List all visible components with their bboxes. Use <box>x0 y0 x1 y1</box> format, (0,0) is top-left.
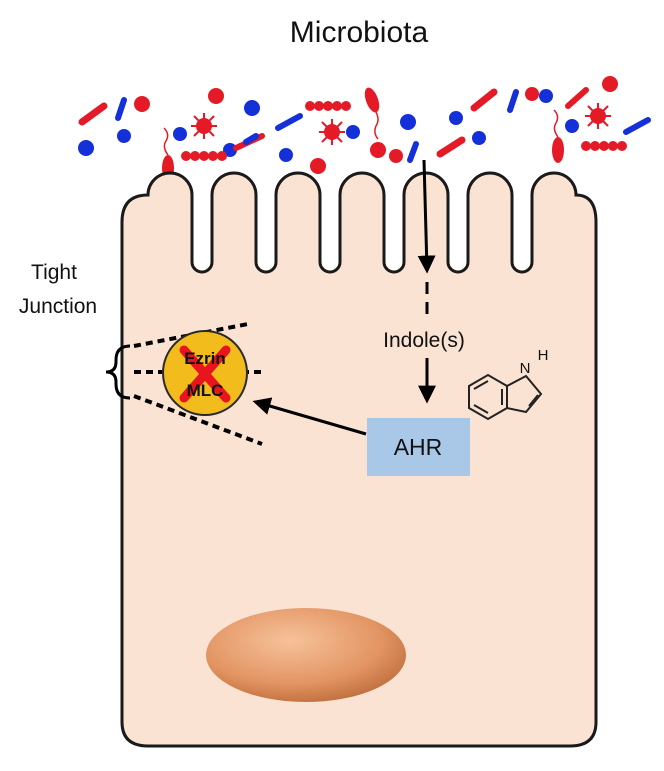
microbe-blue-rod <box>275 113 303 131</box>
ahr-box <box>367 418 470 476</box>
microbe-blue-rod <box>623 117 651 135</box>
epithelial-cell <box>120 171 598 748</box>
microbe-red-dot <box>389 149 403 163</box>
microbe-red-flagellate <box>364 87 380 140</box>
microbe-blue-dot <box>279 148 293 162</box>
microbe-red-chain <box>305 101 351 111</box>
ezrin-label: Ezrin <box>184 349 226 368</box>
microbe-red-rod <box>470 88 498 112</box>
microbe-blue-rod <box>407 141 419 163</box>
microbe-blue-rod <box>507 89 519 113</box>
microbe-blue-dot <box>173 127 187 141</box>
microbe-blue-rod <box>243 133 259 145</box>
tight-junction-label-line1: Tight <box>31 261 77 284</box>
microbe-blue-rod <box>115 97 127 121</box>
mlc-label: MLC <box>187 381 224 400</box>
microbe-red-spiky <box>585 103 611 129</box>
microbe-red-dot <box>310 158 326 174</box>
microbe-blue-dot <box>449 111 463 125</box>
tight-junction-label-line2: Junction <box>19 295 97 318</box>
microbe-red-rod <box>436 136 466 158</box>
microbe-red-spiky <box>191 113 217 139</box>
indole-h-label: H <box>538 347 549 364</box>
microbiota-cluster <box>78 76 651 181</box>
nucleus <box>206 608 406 702</box>
microbe-blue-dot <box>78 140 94 156</box>
microbe-red-dot <box>208 88 224 104</box>
title-microbiota: Microbiota <box>290 16 429 49</box>
indole-structure-icon <box>468 373 543 421</box>
indole-entry-arrow <box>417 159 436 274</box>
microbe-blue-dot <box>346 125 360 139</box>
microbe-red-chain <box>581 141 627 151</box>
microbe-blue-dot <box>539 89 553 103</box>
microbe-blue-dot <box>565 119 579 133</box>
ahr-label: AHR <box>394 434 443 460</box>
tight-junction-brace <box>105 344 131 400</box>
microbe-blue-dot <box>472 131 486 145</box>
inhibition-x-mark <box>179 345 231 403</box>
indole-n-label: N <box>520 360 531 377</box>
microbe-blue-dot <box>117 129 131 143</box>
microbe-red-dot <box>602 76 618 92</box>
microbe-red-dot <box>525 87 539 101</box>
microbe-red-dot <box>370 142 386 158</box>
microbe-red-spiky <box>319 119 345 145</box>
microbe-red-dot <box>134 96 150 112</box>
microbe-blue-dot <box>400 114 416 130</box>
microbe-blue-dot <box>244 100 260 116</box>
indoles-label: Indole(s) <box>383 329 465 352</box>
ahr-to-protein-arrow <box>252 397 367 436</box>
microbe-red-chain <box>181 151 227 161</box>
microbe-red-rod <box>78 102 108 126</box>
microbe-red-rod <box>565 87 589 109</box>
microbe-red-flagellate <box>552 109 564 163</box>
